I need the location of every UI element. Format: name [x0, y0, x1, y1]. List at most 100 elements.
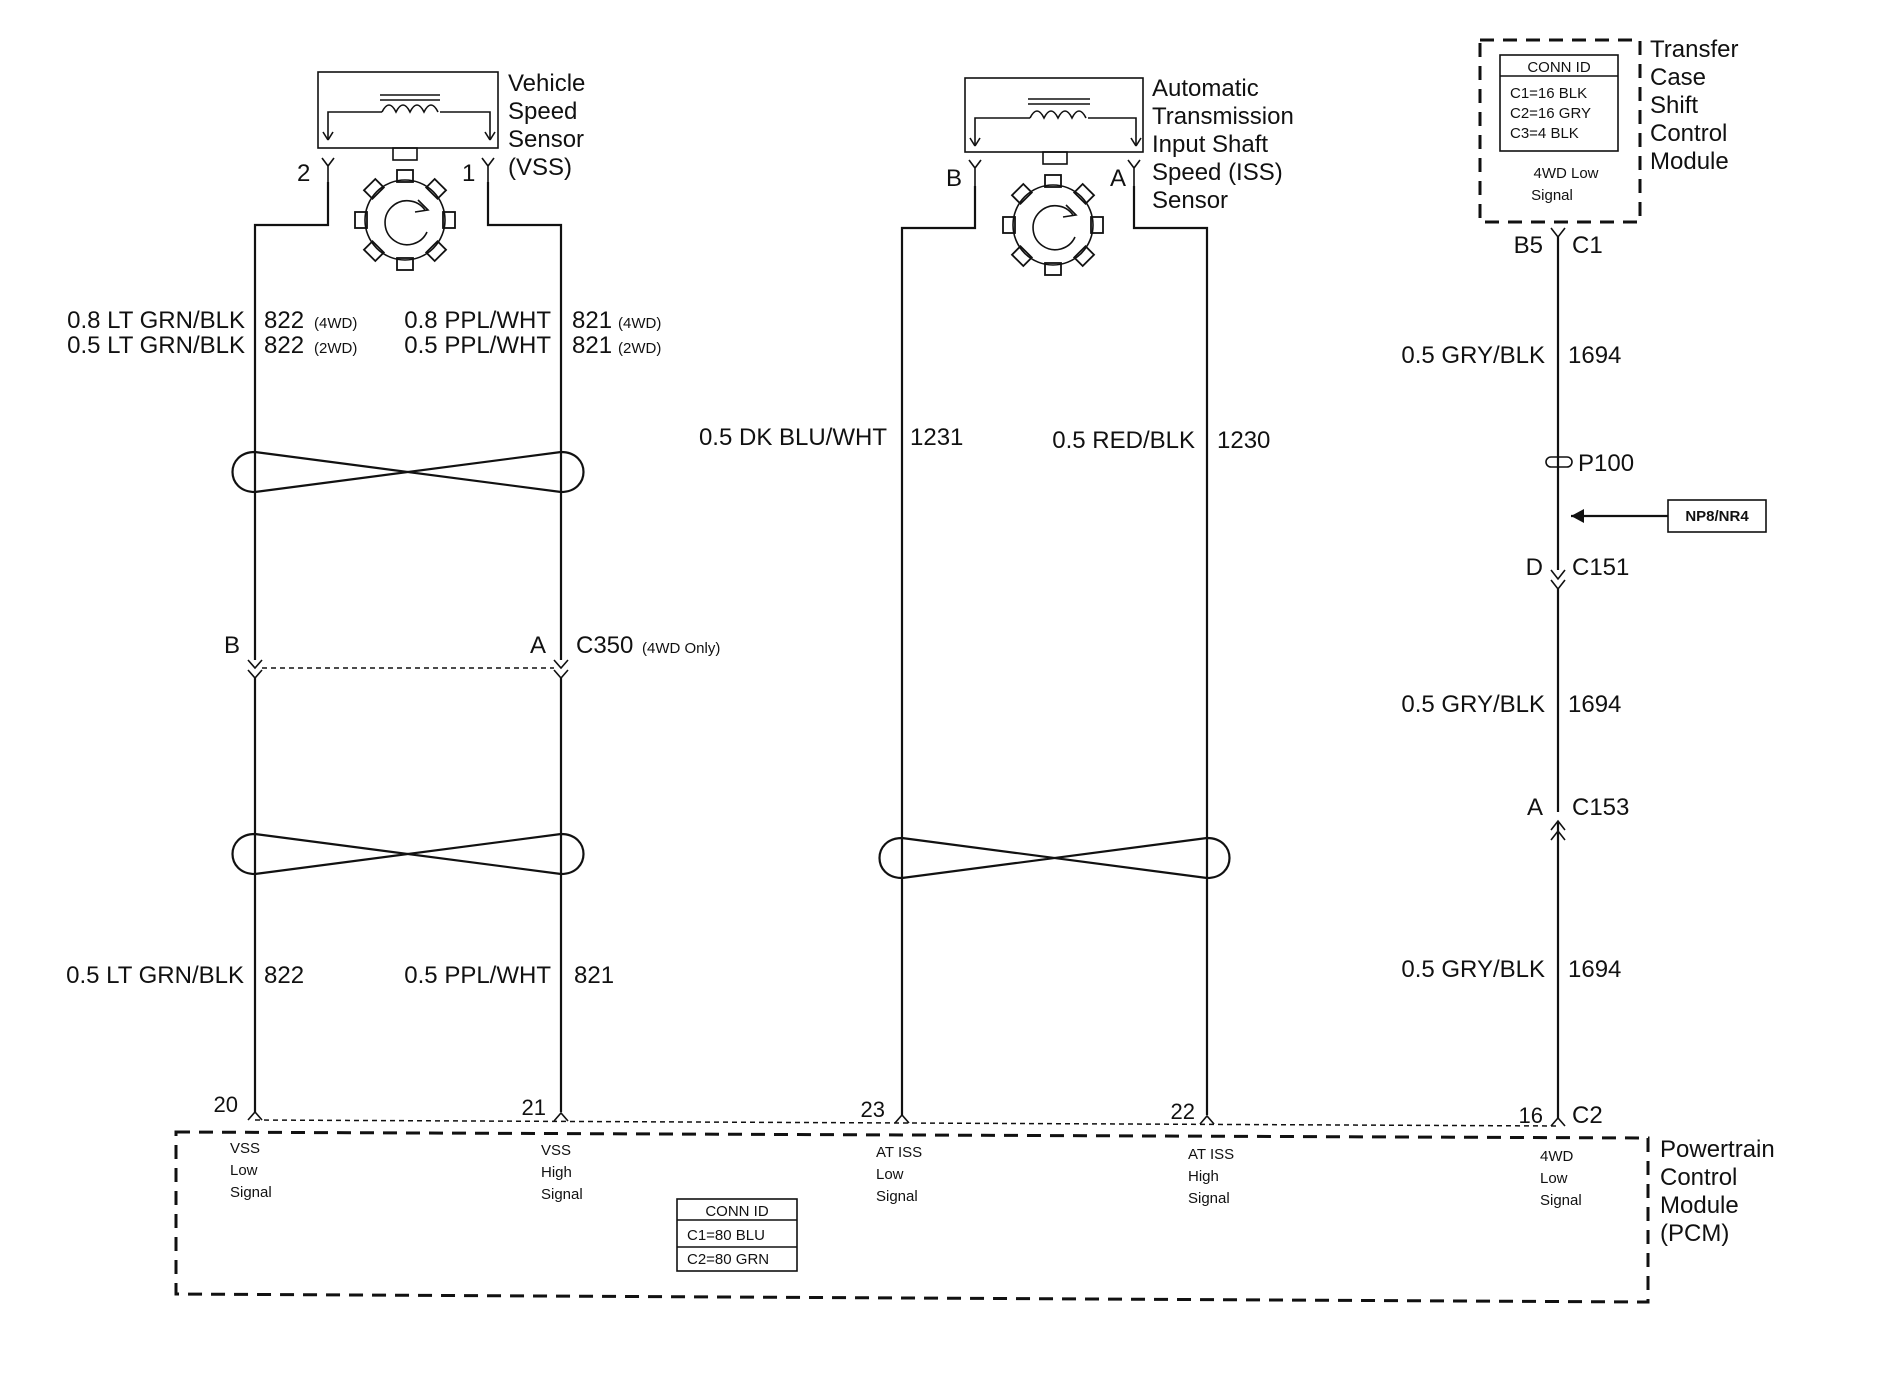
wire-1694-a-circuit: 1694	[1568, 342, 1621, 369]
tcscm-conn-id-row: C2=16 GRY	[1510, 105, 1591, 122]
vss-coil-icon	[381, 104, 439, 114]
option-arrow-icon	[1571, 509, 1584, 523]
vss-reluctor-wheel-icon	[354, 169, 456, 271]
c350-pin-right: A	[530, 632, 546, 659]
wire-821-upper	[486, 182, 563, 660]
tcscm-pin-terminal	[1550, 227, 1566, 239]
iss-sensor-body	[964, 77, 1144, 153]
iss-coil-icon	[1029, 110, 1087, 120]
tcscm-conn-id-box	[1499, 54, 1619, 152]
wire-right-4wd-note: (4WD)	[618, 315, 661, 332]
pcm-outline	[174, 1130, 1650, 1304]
c350-pin-b-connector	[247, 659, 263, 680]
wire-right-low-circuit: 821	[574, 962, 614, 989]
pcm-connector: C2	[1572, 1102, 1603, 1129]
vss-wire-labels: 0.8 LT GRN/BLK 822 (4WD) 0.5 LT GRN/BLK …	[66, 307, 720, 989]
wire-right-2wd-label: 0.5 PPL/WHT	[404, 332, 551, 359]
pcm-pin-desc: Signal	[1188, 1190, 1230, 1207]
tcscm-signal-line: 4WD Low	[1533, 165, 1598, 182]
vss-name-line: (VSS)	[508, 154, 572, 181]
vss-winding-lead-right	[440, 111, 491, 140]
vss-winding-lead-left	[327, 111, 382, 140]
iss-sensor: B A Automatic Transmission Input Shaft S…	[946, 75, 1294, 276]
pcm-pin-terminal	[553, 1111, 569, 1122]
pcm-pin-desc: VSS	[230, 1140, 260, 1157]
vss-sensor: 2 1 Vehicle Speed Sensor (VSS)	[297, 70, 585, 271]
tcscm-wiring: B5 C1 0.5 GRY/BLK 1694 P100 NP8/NR4 D C1…	[1401, 227, 1767, 1118]
wire-left-4wd-circuit: 822	[264, 307, 304, 334]
wire-1230-label: 0.5 RED/BLK	[1052, 427, 1195, 454]
pcm-module: 20 21 23 22 16 C2 VSS Low Signal VSS Hig…	[174, 1092, 1775, 1304]
pcm-conn-id-row: C1=80 BLU	[687, 1227, 765, 1244]
pcm-pin-desc: Signal	[1540, 1192, 1582, 1209]
wire-left-2wd-label: 0.5 LT GRN/BLK	[67, 332, 245, 359]
iss-pin-a-terminal	[1127, 159, 1141, 186]
wire-1230-circuit: 1230	[1217, 427, 1270, 454]
wire-left-4wd-label: 0.8 LT GRN/BLK	[67, 307, 245, 334]
tcscm-conn-id-row: C3=4 BLK	[1510, 125, 1579, 142]
iss-name-line: Transmission	[1152, 103, 1294, 130]
option-box-label: NP8/NR4	[1685, 508, 1749, 525]
wire-left-low-label: 0.5 LT GRN/BLK	[66, 962, 244, 989]
pcm-pin-desc: Low	[1540, 1170, 1568, 1187]
iss-reluctor-wheel-icon	[1002, 174, 1104, 276]
wire-right-2wd-note: (2WD)	[618, 340, 661, 357]
pcm-conn-id-row: C2=80 GRN	[687, 1251, 769, 1268]
c153-pin: A	[1527, 794, 1543, 821]
c151-pin: D	[1526, 554, 1543, 581]
tcscm-conn-id-title: CONN ID	[1527, 59, 1591, 76]
iss-name-line: Speed (ISS)	[1152, 159, 1283, 186]
pcm-pin-terminal	[1199, 1114, 1215, 1125]
pcm-name-line: Powertrain	[1660, 1136, 1775, 1163]
vss-winding-arrows	[322, 131, 496, 141]
vss-pin1-terminal	[481, 157, 495, 182]
wire-1231-circuit: 1231	[910, 424, 963, 451]
vss-pin-left: 2	[297, 160, 310, 187]
pcm-pin-terminal	[1550, 1116, 1566, 1127]
pcm-pin-desc: 4WD	[1540, 1148, 1574, 1165]
vss-name-line: Speed	[508, 98, 577, 125]
wire-1694-b-circuit: 1694	[1568, 691, 1621, 718]
wire-right-2wd-circuit: 821	[572, 332, 612, 359]
wire-left-low-circuit: 822	[264, 962, 304, 989]
tcscm-name-line: Shift	[1650, 92, 1698, 119]
tcscm-connector: C1	[1572, 232, 1603, 259]
iss-pin-right: A	[1110, 165, 1126, 192]
pcm-pin-desc: AT ISS	[876, 1144, 922, 1161]
twisted-pair-marker	[231, 832, 585, 876]
pcm-pin-desc: Low	[230, 1162, 258, 1179]
pcm-name-line: (PCM)	[1660, 1220, 1729, 1247]
twisted-pair-marker	[878, 836, 1231, 880]
c151-name: C151	[1572, 554, 1629, 581]
wire-1694-c-label: 0.5 GRY/BLK	[1401, 956, 1545, 983]
pcm-pin-terminal	[894, 1113, 910, 1124]
pcm-pin-number: 23	[861, 1097, 885, 1122]
iss-probe	[1042, 151, 1068, 165]
c350-note: (4WD Only)	[642, 640, 720, 657]
pcm-pin-desc: Signal	[541, 1186, 583, 1203]
iss-winding-arrows	[969, 137, 1142, 147]
option-box	[1667, 499, 1767, 533]
pcm-pin-desc: Low	[876, 1166, 904, 1183]
wire-right-low-label: 0.5 PPL/WHT	[404, 962, 551, 989]
wire-right-4wd-circuit: 821	[572, 307, 612, 334]
wire-1231	[900, 186, 977, 1115]
tcscm-conn-id-row: C1=16 BLK	[1510, 85, 1587, 102]
pcm-pin-number: 20	[214, 1092, 238, 1117]
pcm-pin-number: 21	[522, 1095, 546, 1120]
wire-left-2wd-note: (2WD)	[314, 340, 357, 357]
p100-splice-icon	[1545, 456, 1573, 468]
wire-left-4wd-note: (4WD)	[314, 315, 357, 332]
iss-winding-lead-left	[974, 117, 1030, 146]
wire-right-4wd-label: 0.8 PPL/WHT	[404, 307, 551, 334]
c151-connector	[1550, 569, 1566, 591]
pcm-pin-number: 16	[1519, 1103, 1543, 1128]
tcscm-outline	[1478, 38, 1642, 224]
tcscm-name-line: Module	[1650, 148, 1729, 175]
twisted-pair-marker	[231, 450, 585, 494]
tcscm-name-line: Transfer	[1650, 36, 1738, 63]
wire-1694-a-label: 0.5 GRY/BLK	[1401, 342, 1545, 369]
iss-pin-b-terminal	[968, 159, 982, 186]
pcm-connector-line	[254, 1119, 1559, 1127]
